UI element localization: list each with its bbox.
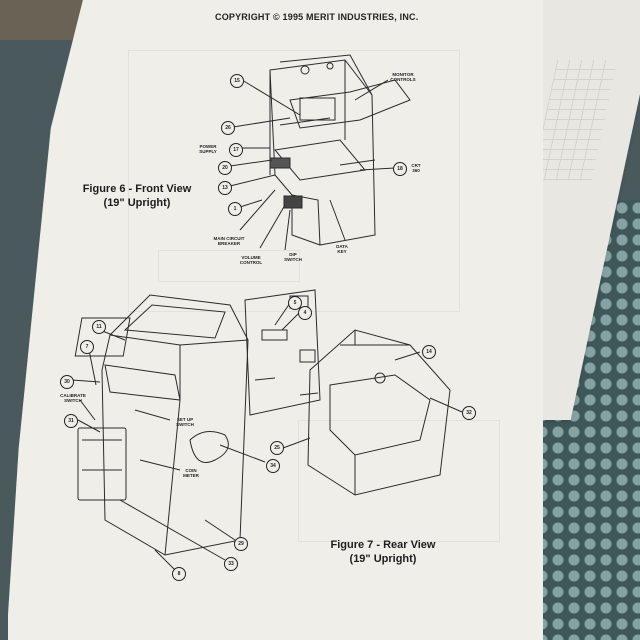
label-crt-360: CRT 360 [411, 163, 421, 173]
fig6-callout: 17 [229, 143, 243, 157]
figure-7-title: Figure 7 - Rear View [330, 539, 436, 551]
figure-7-subtitle: (19" Upright) [349, 553, 417, 565]
fig7-callout: 8 [172, 567, 186, 581]
label-volume-control: VOLUME CONTROL [239, 255, 263, 265]
copyright-header: COPYRIGHT © 1995 MERIT INDUSTRIES, INC. [215, 12, 419, 22]
fig6-callout: 13 [218, 181, 232, 195]
fig7-callout: 4 [298, 306, 312, 320]
fig6-callout: 18 [393, 162, 407, 176]
fig7-callout: 5 [288, 296, 302, 310]
fig7-callout: 30 [60, 375, 74, 389]
label-dip-switch: DIP SWITCH [284, 252, 302, 262]
fig7-callout: 34 [266, 459, 280, 473]
figure-6-title: Figure 6 - Front View [82, 183, 192, 195]
label-coin-meter: COIN METER [183, 468, 199, 478]
fig7-callout: 29 [234, 537, 248, 551]
label-calibrate-switch: CALIBRATE SWITCH [60, 393, 86, 403]
fig7-callout: 33 [224, 557, 238, 571]
fig6-callout: 20 [218, 161, 232, 175]
label-set-up-switch: SET UP SWITCH [176, 417, 194, 427]
label-main-circuit-breaker: MAIN CIRCUIT BREAKER [213, 236, 245, 246]
label-data-key: DATA KEY [336, 244, 348, 254]
fig6-callout: 26 [221, 121, 235, 135]
fig7-callout: 7 [80, 340, 94, 354]
label-power-supply: POWER SUPPLY [199, 144, 217, 154]
fig7-callout: 11 [92, 320, 106, 334]
figure-6-caption: Figure 6 - Front View (19" Upright) [72, 182, 202, 210]
fig6-callout: 15 [230, 74, 244, 88]
fig7-callout: 14 [422, 345, 436, 359]
figure-7-caption: Figure 7 - Rear View (19" Upright) [318, 538, 448, 566]
label-monitor-controls: MONITOR CONTROLS [390, 72, 416, 82]
fig7-callout: 31 [64, 414, 78, 428]
fig7-callout: 25 [270, 441, 284, 455]
fig7-callout: 32 [462, 406, 476, 420]
fig6-callout: 1 [228, 202, 242, 216]
figure-6-subtitle: (19" Upright) [103, 197, 171, 209]
